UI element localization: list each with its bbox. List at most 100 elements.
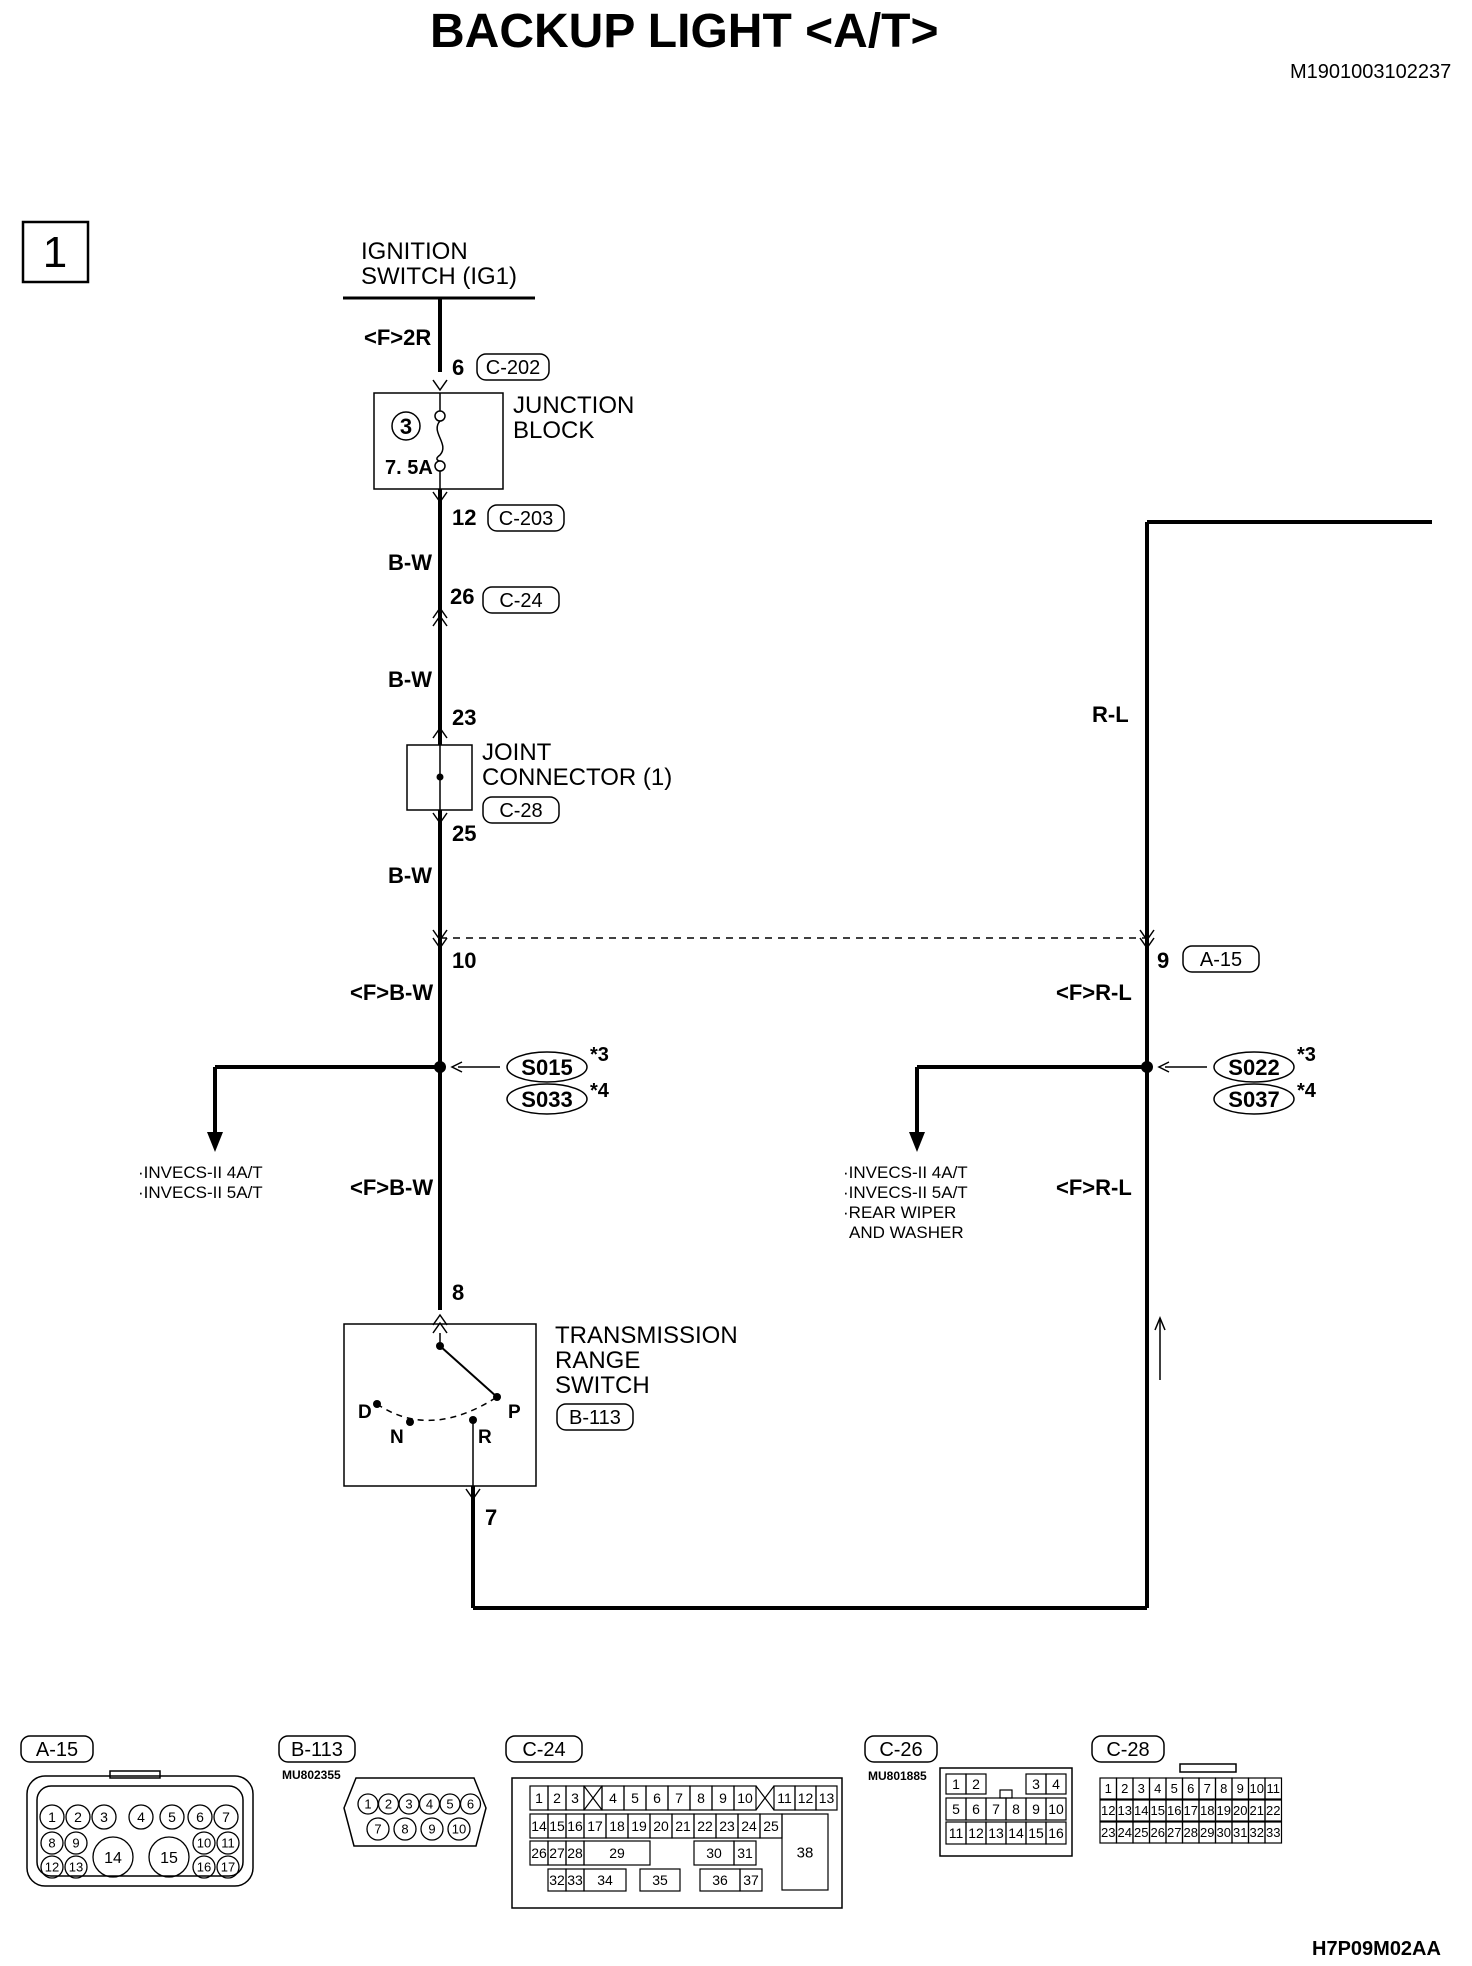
connector-pin-label: 5 xyxy=(1171,1781,1178,1796)
connector-chevron xyxy=(432,1321,448,1334)
connector-cavity-blank xyxy=(755,1785,775,1811)
connector-pin-label: 10 xyxy=(1250,1781,1264,1796)
connector-view-label-box xyxy=(20,1735,94,1763)
trs-pos-r: R xyxy=(478,1427,492,1448)
connector-pin-label: 7 xyxy=(1204,1781,1211,1796)
connector-pin-label: 6 xyxy=(972,1801,980,1817)
note-right-1: ·INVECS-II 4A/T xyxy=(843,1163,968,1182)
arrow-down-icon xyxy=(207,1132,223,1152)
connector-pin-label: 37 xyxy=(743,1872,759,1888)
connector-view-label-c26: C-26 xyxy=(879,1739,922,1761)
connector-key xyxy=(999,1789,1013,1799)
wire-label-frl-1: <F>R-L xyxy=(1056,980,1132,1005)
connector-shell-inner xyxy=(36,1785,244,1877)
connector-pin-label: 11 xyxy=(777,1790,792,1806)
connector-pin-label: 23 xyxy=(1101,1825,1115,1840)
connector-pin-label: 9 xyxy=(72,1836,79,1851)
connector-pin-label: 1 xyxy=(535,1790,543,1806)
connector-pin-label: 1 xyxy=(364,1797,371,1812)
connector-pin xyxy=(216,1855,240,1879)
connector-pin-label: 4 xyxy=(1154,1781,1161,1796)
connector-pin-label: 11 xyxy=(949,1825,964,1841)
connector-cavity xyxy=(1045,1821,1067,1845)
connector-pin-label: 21 xyxy=(675,1818,691,1834)
trs-contact-p xyxy=(493,1393,501,1401)
connector-pin-label: 2 xyxy=(385,1797,392,1812)
connector-pin-label: 8 xyxy=(697,1790,705,1806)
connector-pin-label: 13 xyxy=(819,1790,835,1806)
splice-s022: S022 xyxy=(1228,1055,1279,1080)
connector-a15: A-15 xyxy=(1200,949,1242,971)
connector-pin-label: 29 xyxy=(609,1845,625,1861)
connector-pin-label: 27 xyxy=(1167,1825,1181,1840)
connector-pin-label: 14 xyxy=(1008,1825,1024,1841)
pin-12: 12 xyxy=(452,505,476,530)
connector-pin-label: 9 xyxy=(1237,1781,1244,1796)
splice-s033: S033 xyxy=(521,1087,572,1112)
connector-pin-label: 29 xyxy=(1200,1825,1214,1840)
fuse-icon xyxy=(436,420,444,463)
connector-pin-label: 6 xyxy=(467,1797,474,1812)
connector-badge-b113 xyxy=(556,1403,634,1431)
connector-pin-label: 32 xyxy=(1250,1825,1264,1840)
connector-pin-label: 15 xyxy=(1028,1825,1044,1841)
connector-pin xyxy=(459,1793,482,1815)
connector-pin-label: 14 xyxy=(531,1818,547,1834)
connector-pin-label: 10 xyxy=(197,1836,211,1851)
connector-pin-label: 12 xyxy=(1101,1803,1115,1818)
connector-chevron xyxy=(432,937,448,950)
connector-view-label-box xyxy=(1091,1735,1165,1763)
connector-pin-label: 22 xyxy=(1266,1803,1280,1818)
connector-pin-label: 10 xyxy=(1048,1801,1064,1817)
connector-shell xyxy=(26,1775,254,1887)
connector-pin-label: 4 xyxy=(137,1809,145,1825)
connector-pin-label: 33 xyxy=(567,1872,583,1888)
connector-cavity xyxy=(733,1840,757,1866)
sheet-number-box xyxy=(21,220,90,284)
connector-pin-label: 5 xyxy=(952,1801,960,1817)
connector-pin-label: 12 xyxy=(798,1790,814,1806)
connector-pin-label: 7 xyxy=(675,1790,683,1806)
connector-pin-label: 1 xyxy=(1105,1781,1112,1796)
trs-contact-n xyxy=(406,1418,414,1426)
connector-cavity xyxy=(815,1785,838,1811)
connector-pin-label: 17 xyxy=(221,1860,235,1875)
fuse-number: 3 xyxy=(400,414,412,439)
connector-pin-label: 13 xyxy=(69,1860,83,1875)
pin-10: 10 xyxy=(452,948,476,973)
connector-pin-label: 8 xyxy=(401,1822,408,1837)
connector-pin xyxy=(128,1804,154,1830)
connector-pin-label: 6 xyxy=(196,1809,204,1825)
connector-badge-c203 xyxy=(487,504,565,532)
connector-chevron xyxy=(432,812,448,825)
connector-pin-label: 15 xyxy=(1151,1803,1165,1818)
fuse-rating: 7. 5A xyxy=(385,457,433,479)
connector-pin-label: 1 xyxy=(952,1776,960,1792)
connector-pin xyxy=(187,1804,213,1830)
connector-part-b113: MU802355 xyxy=(282,1768,341,1782)
connector-c202: C-202 xyxy=(486,357,540,379)
connector-cavity xyxy=(733,1785,757,1811)
connector-pin-label: 2 xyxy=(74,1809,82,1825)
connector-pin-label: 4 xyxy=(609,1790,617,1806)
connector-pin-label: 17 xyxy=(1184,1803,1198,1818)
trs-label-3: SWITCH xyxy=(555,1372,650,1399)
note-left-2: ·INVECS-II 5A/T xyxy=(138,1183,263,1202)
connector-pin-label: 20 xyxy=(1233,1803,1247,1818)
connector-pin-label: 27 xyxy=(549,1845,565,1861)
wire-label-bw-3: B-W xyxy=(388,863,432,888)
connector-badge-c202 xyxy=(476,353,550,381)
connector-shell xyxy=(343,1777,487,1847)
connector-pin-label: 35 xyxy=(652,1872,668,1888)
connector-view-label-c24: C-24 xyxy=(522,1739,565,1761)
trs-position-arc xyxy=(376,1396,498,1422)
connector-cavity xyxy=(965,1773,987,1795)
connector-chevron xyxy=(1139,929,1155,942)
connector-cavity xyxy=(739,1868,763,1892)
connector-pin-label: 3 xyxy=(1138,1781,1145,1796)
connector-cavity xyxy=(583,1840,651,1866)
connector-pin-label: 3 xyxy=(405,1797,412,1812)
